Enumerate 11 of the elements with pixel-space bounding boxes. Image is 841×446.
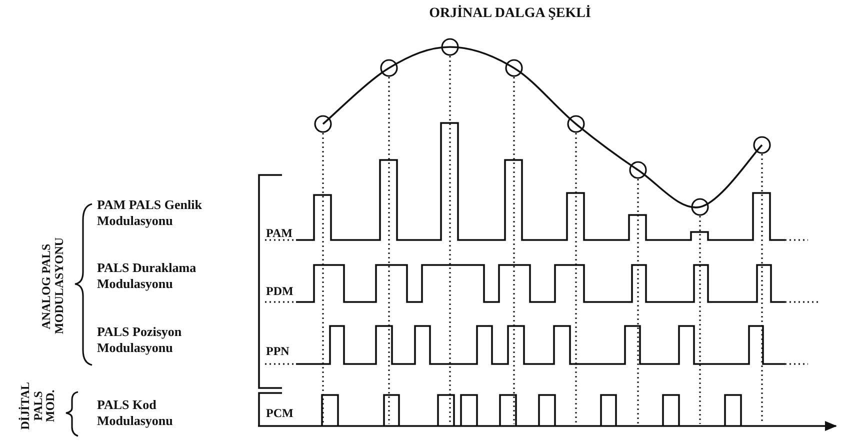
diagram-title: ORJİNAL DALGA ŞEKLİ	[429, 6, 591, 23]
modulation-description: PAM PALS Genlik Modulasyonu	[97, 197, 203, 228]
signal-name: PCM	[266, 406, 294, 420]
signal-name: PDM	[266, 284, 294, 298]
modulation-description: PALS Pozisyon Modulasyonu	[97, 324, 183, 356]
group-label: ANALOG PALS MODULASYONU	[39, 238, 65, 334]
signal-name: PPN	[266, 344, 290, 358]
modulation-description: PALS Duraklama Modulasyonu	[97, 260, 198, 292]
modulation-description: PALS Kod Modulasyonu	[97, 397, 174, 428]
group-label: DİJİTAL PALS MOD.	[19, 381, 57, 432]
signal-name: PAM	[266, 226, 292, 240]
